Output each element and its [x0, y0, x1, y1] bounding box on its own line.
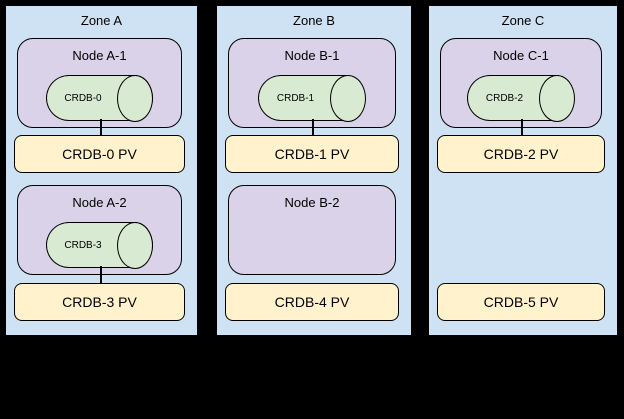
crdb-3-pod-label: CRDB-3 [64, 239, 102, 251]
zone-b-label: Zone B [293, 13, 335, 28]
connector-line [521, 119, 523, 136]
zone-c: Zone C Node C-1 CRDB-2 CRDB-2 PV CRDB-5 … [428, 5, 618, 336]
crdb-0-pv-box: CRDB-0 PV [14, 135, 185, 173]
crdb-1-pod-label: CRDB-1 [276, 92, 315, 104]
node-b-1-label: Node B-1 [284, 48, 340, 63]
cylinder-face [117, 74, 153, 122]
connector-line [99, 266, 102, 284]
node-b-2-label: Node B-2 [284, 195, 340, 210]
crdb-0-pod-cylinder-icon: CRDB-0 [45, 74, 153, 122]
crdb-2-pod-label: CRDB-2 [485, 92, 524, 104]
zone-a: Zone A Node A-1 CRDB-0 CRDB-0 PV Node A-… [5, 5, 198, 336]
node-c-1-label: Node C-1 [493, 48, 549, 63]
connector-line [312, 119, 314, 136]
zone-a-label: Zone A [80, 13, 123, 28]
crdb-5-pv-box: CRDB-5 PV [437, 283, 605, 321]
node-b-1: Node B-1 CRDB-1 [228, 38, 396, 128]
crdb-1-pod-cylinder-icon: CRDB-1 [258, 74, 366, 122]
cylinder-face [538, 74, 575, 122]
zone-c-label: Zone C [501, 13, 545, 28]
node-c-1: Node C-1 CRDB-2 [440, 38, 602, 128]
crdb-3-pv-box: CRDB-3 PV [14, 283, 185, 321]
node-a-1: Node A-1 CRDB-0 [17, 38, 182, 128]
node-a-2: Node A-2 CRDB-3 [17, 185, 182, 275]
node-a-1-label: Node A-1 [72, 48, 127, 63]
crdb-0-pod-label: CRDB-0 [64, 92, 102, 104]
crdb-1-pv-box: CRDB-1 PV [225, 135, 399, 173]
node-b-2: Node B-2 [228, 185, 396, 275]
cylinder-face [117, 221, 153, 269]
cylinder-face [329, 74, 366, 122]
zone-b: Zone B Node B-1 CRDB-1 CRDB-1 PV Node B-… [216, 5, 412, 336]
crdb-2-pv-box: CRDB-2 PV [437, 135, 605, 173]
crdb-4-pv-box: CRDB-4 PV [225, 283, 399, 321]
crdb-3-pod-cylinder-icon: CRDB-3 [45, 221, 153, 269]
crdb-2-pod-cylinder-icon: CRDB-2 [467, 74, 575, 122]
connector-line [99, 119, 102, 136]
node-a-2-label: Node A-2 [72, 195, 127, 210]
